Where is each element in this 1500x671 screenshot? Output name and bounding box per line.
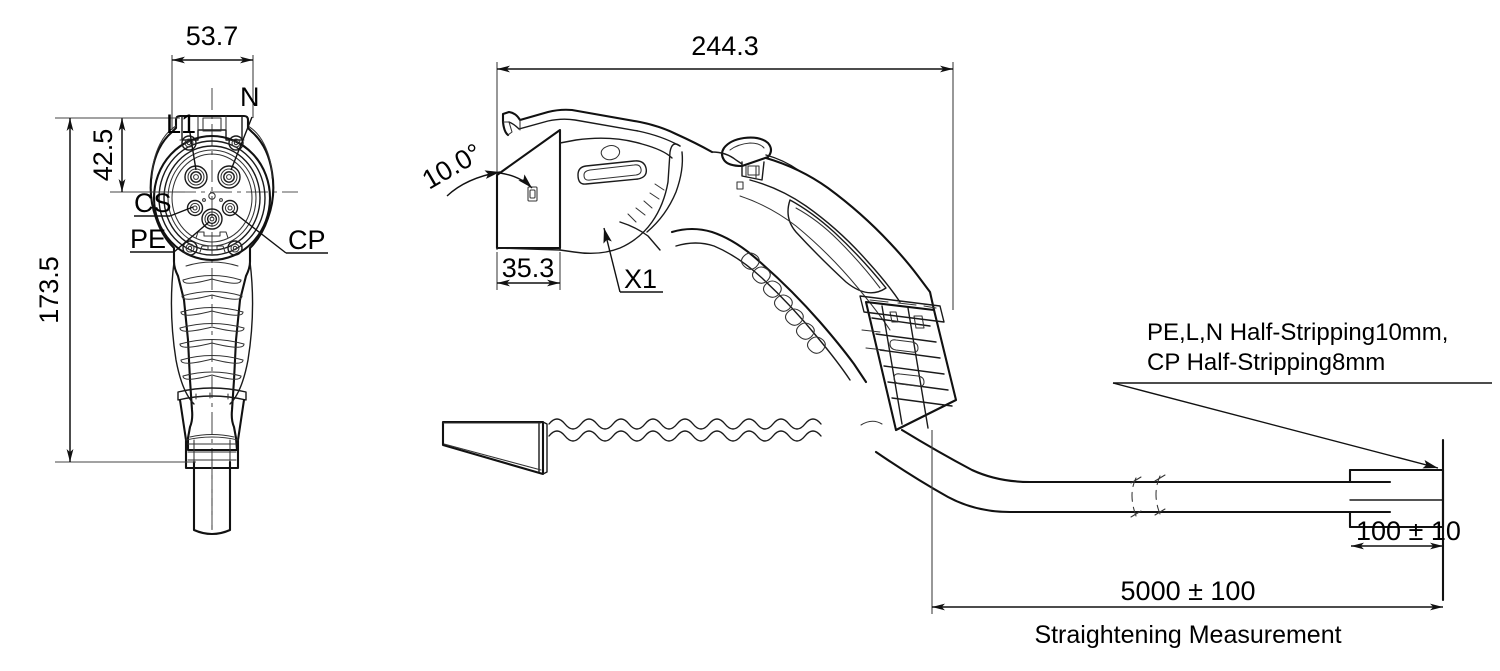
leader-n [230, 116, 253, 171]
dim-pin-offset-value: 42.5 [88, 129, 118, 182]
face-ring-outer [152, 134, 272, 262]
dim-angle-value: 10.0° [417, 138, 487, 196]
micro-dot-left [202, 198, 206, 202]
dim-overall-length-value: 244.3 [691, 31, 759, 61]
pin-label-n: N [240, 82, 260, 112]
face-ring-2 [158, 140, 266, 256]
dim-nose-length-value: 35.3 [502, 253, 555, 283]
hood-recess-slot [577, 160, 648, 185]
grip-left-edge [170, 261, 195, 405]
latch-post [741, 161, 765, 181]
cable-tag-fold [442, 422, 542, 471]
leader-x1 [603, 227, 621, 293]
strain-relief-top [185, 436, 239, 441]
cable-coil-upper [548, 418, 822, 430]
dim-total-height-value: 173.5 [34, 256, 64, 324]
hood-round-detail [600, 144, 621, 161]
angle-arc-right [499, 172, 533, 189]
note-leader [1112, 382, 1439, 469]
leader-cp [231, 210, 287, 254]
handle-vent-hole [736, 181, 744, 190]
front-view-group: 53.7 42.5 173.5 L1 N CS PE [34, 21, 328, 536]
cable-coil-end [860, 420, 883, 426]
cable-boot-band-ribs [869, 299, 937, 309]
strip-note-line2: CP Half-Stripping8mm [1147, 349, 1385, 376]
cable-coil-lower [548, 430, 822, 442]
hood-skirt-front [619, 221, 661, 251]
dim-width-value: 53.7 [186, 21, 239, 51]
pin-label-pe: PE [130, 224, 166, 254]
hood-top-edge [501, 108, 714, 154]
boss-top-right [228, 135, 244, 151]
handle-side-panel [787, 199, 887, 294]
latch-arm-left [711, 151, 743, 165]
collar-band [177, 387, 247, 401]
nose-small-port-inner [529, 189, 536, 199]
latch-slot [197, 115, 227, 131]
dim-strip-end-value: 100 ± 10 [1356, 516, 1461, 546]
cable-top-edge [900, 428, 1392, 484]
dim-cable-length-value: 5000 ± 100 [1121, 576, 1256, 606]
detail-label-x1: X1 [624, 264, 657, 294]
cable-break-tick-bottom [1130, 508, 1166, 518]
hood-serrations [627, 183, 665, 223]
leader-l1 [189, 132, 197, 171]
bottom-keyway [199, 245, 226, 253]
pin-cp [221, 199, 239, 217]
grip-ribs [179, 261, 245, 380]
hood-body [559, 129, 681, 255]
handle-top-edge [764, 156, 936, 312]
strip-note-line1: PE,L,N Half-Stripping10mm, [1147, 319, 1448, 346]
nose-plate-base [496, 247, 561, 251]
latch-post-ribs [745, 165, 757, 179]
pin-label-cs: CS [134, 188, 172, 218]
hood-inner-edge [508, 118, 681, 147]
cable-boot-band [859, 295, 945, 323]
hood-skirt-inner [646, 151, 684, 233]
leader-pe [173, 221, 210, 253]
grip-right-edge [229, 261, 254, 405]
boss-top-left [181, 135, 197, 151]
hood-body-top-line [559, 137, 673, 159]
face-ring-5 [171, 153, 253, 243]
collar-notches [195, 392, 229, 400]
left-wing [151, 125, 177, 179]
handle-seam [739, 195, 891, 331]
right-wing [247, 125, 273, 179]
face-keyway [195, 231, 229, 239]
face-ring-4 [167, 149, 257, 247]
handle-side-panel-line [795, 207, 881, 289]
cable-stub [192, 460, 232, 536]
boss-bottom-left [182, 240, 198, 256]
cable-boot [861, 300, 958, 432]
cable-run-group: PE,L,N Half-Stripping10mm, CP Half-Strip… [441, 319, 1492, 649]
pin-pe [201, 208, 223, 230]
cable-break-1 [1131, 477, 1137, 517]
micro-dot-right [219, 198, 223, 202]
keying-dot [208, 192, 216, 200]
hood-tip [502, 121, 513, 136]
leader-cs [169, 206, 194, 217]
pin-label-l1: L1 [166, 109, 196, 139]
handle-grip-serrations [740, 252, 826, 354]
handle-lower-edge [670, 227, 868, 384]
hood-recess-slot-inner [583, 164, 642, 181]
latch-button-highlight [729, 142, 765, 151]
handle-top-inner [749, 179, 901, 303]
handle-lower-inner [675, 242, 851, 381]
cable-break-tick-top [1130, 474, 1166, 484]
side-view-group: 244.3 [417, 31, 958, 432]
latch-center-tab [202, 117, 222, 132]
pin-label-cp: CP [288, 225, 326, 255]
latch-button [720, 136, 773, 168]
cable-bottom-edge [874, 450, 1392, 514]
angle-arc-left [446, 170, 501, 197]
boss-bottom-right [227, 240, 243, 256]
cable-tag-edge [538, 421, 548, 475]
latch-pivot-block [747, 165, 760, 176]
pin-n [217, 165, 241, 189]
nose-small-port [527, 186, 538, 202]
cable-caption: Straightening Measurement [1034, 621, 1341, 649]
